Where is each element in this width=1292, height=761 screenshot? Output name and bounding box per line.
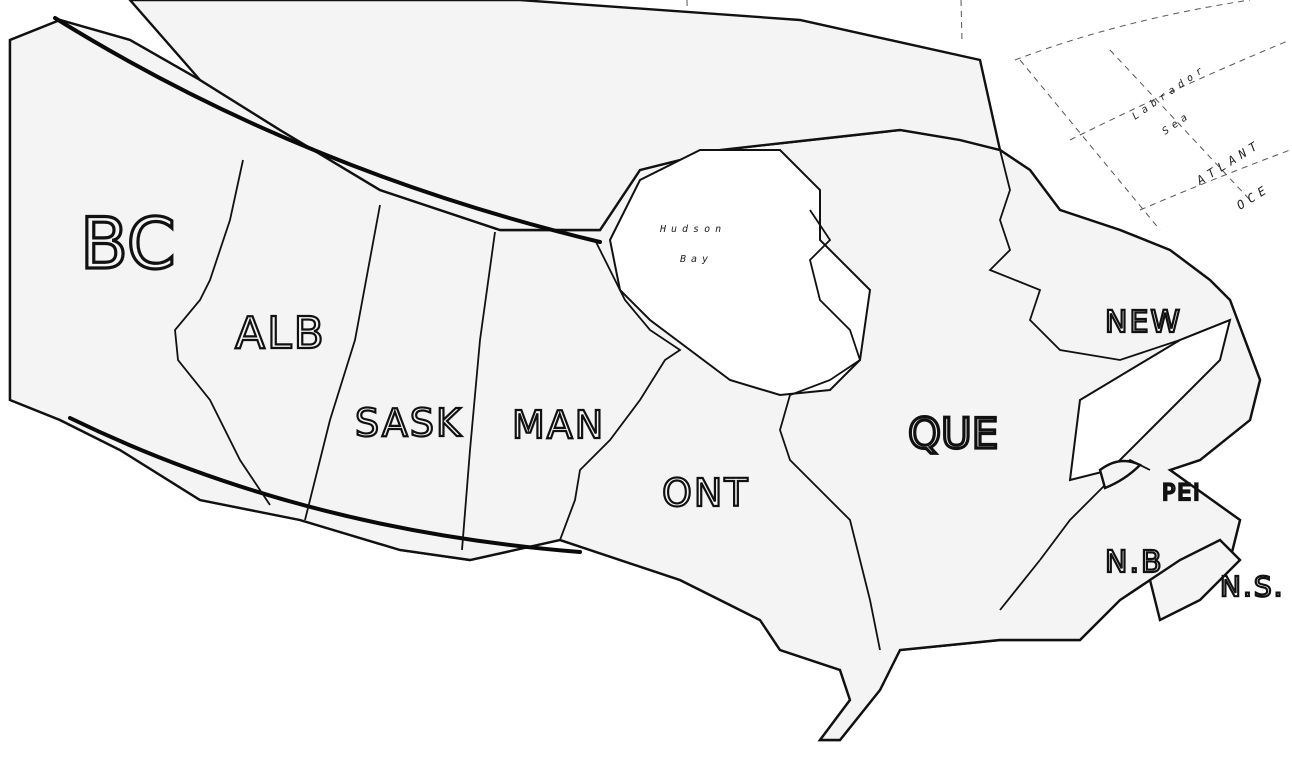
label-man: MAN [512,403,605,447]
label-ns: N.S. [1220,570,1285,603]
label-sask: SASK [355,401,463,445]
us-border-line [68,416,582,554]
label-nb: N.B [1105,545,1164,580]
label-ont: ONT [662,471,750,515]
atlantic-ocean-label-ocean: OCE [1234,181,1273,212]
provinces-northern-boundary [53,16,602,244]
label-pei: PEI [1162,481,1202,506]
labrador-sea-label-sea: Sea [1160,109,1193,137]
hudson-bay-label: Hudson [659,224,726,235]
label-que: QUE [908,409,998,458]
label-alb: ALB [235,308,326,359]
pei-island [1098,459,1143,490]
nova-scotia [1148,538,1242,622]
label-bc: BC [80,203,176,285]
atlantic-ocean-label: ATLANT [1193,137,1263,188]
hudson-bay-label-bay: Bay [680,254,713,265]
provincial-borders [174,149,1231,651]
label-new: NEW [1105,305,1182,340]
labrador-sea-label: Labrador [1130,63,1209,123]
